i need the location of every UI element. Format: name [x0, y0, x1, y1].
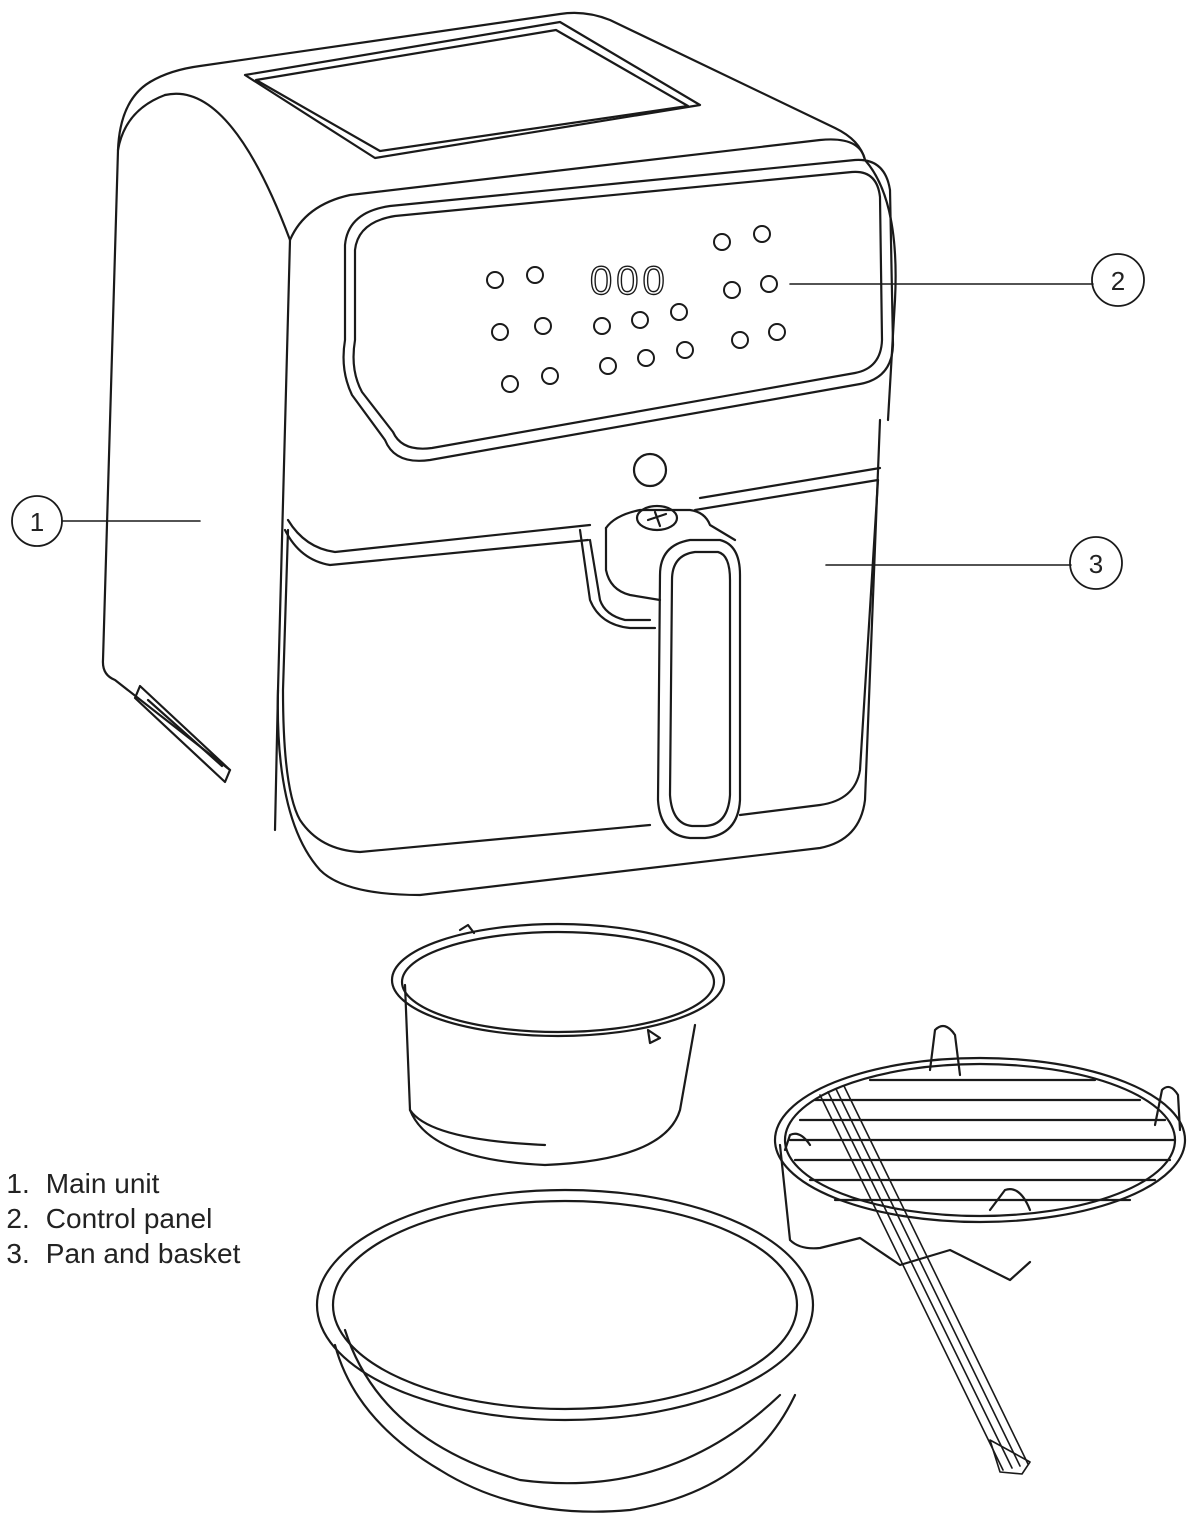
callout-circle-2	[1091, 253, 1145, 307]
grill-rack	[773, 1024, 1187, 1282]
display-digits: 000	[590, 259, 669, 303]
callout-circle-3	[1069, 536, 1123, 590]
panel-button	[713, 233, 731, 251]
panel-button	[486, 271, 504, 289]
skewers	[819, 1085, 1031, 1475]
panel-button	[599, 357, 617, 375]
drawer-handle	[578, 504, 742, 840]
callout-number-2: 2	[1111, 266, 1125, 296]
callout-number-3: 3	[1089, 549, 1103, 579]
legend-separator: .	[22, 1238, 30, 1269]
baking-pan	[390, 922, 726, 1167]
panel-button	[760, 275, 778, 293]
panel-button	[501, 375, 519, 393]
legend-number: 3	[6, 1238, 22, 1269]
panel-buttons	[486, 225, 786, 393]
legend-separator: .	[22, 1168, 30, 1199]
panel-button	[534, 317, 552, 335]
legend-item-control-panel: 2. Control panel	[0, 1201, 240, 1236]
round-tray	[315, 1188, 815, 1513]
control-panel: 000	[342, 158, 895, 462]
legend-label: Main unit	[45, 1168, 160, 1199]
main-unit-body	[101, 11, 897, 897]
panel-button	[731, 331, 749, 349]
callout-number-1: 1	[30, 507, 44, 537]
panel-button	[593, 317, 611, 335]
release-button	[632, 452, 668, 488]
panel-button	[768, 323, 786, 341]
legend-label: Pan and basket	[45, 1238, 241, 1269]
panel-button	[491, 323, 509, 341]
panel-button	[670, 303, 688, 321]
parts-legend: 1. Main unit 2. Control panel 3. Pan and ba…	[0, 1166, 240, 1271]
legend-number: 2	[6, 1203, 22, 1234]
legend-number: 1	[6, 1168, 22, 1199]
panel-button	[541, 367, 559, 385]
legend-label: Control panel	[45, 1203, 213, 1234]
callout-leaders	[61, 283, 1094, 566]
panel-button	[631, 311, 649, 329]
legend-separator: .	[22, 1203, 30, 1234]
legend-item-main-unit: 1. Main unit	[0, 1166, 240, 1201]
drawer	[281, 452, 882, 854]
panel-button	[723, 281, 741, 299]
panel-button	[526, 266, 544, 284]
panel-button	[753, 225, 771, 243]
panel-button	[676, 341, 694, 359]
panel-button	[637, 349, 655, 367]
legend-item-pan-and-basket: 3. Pan and basket	[0, 1236, 240, 1271]
callout-circle-1	[11, 495, 63, 547]
